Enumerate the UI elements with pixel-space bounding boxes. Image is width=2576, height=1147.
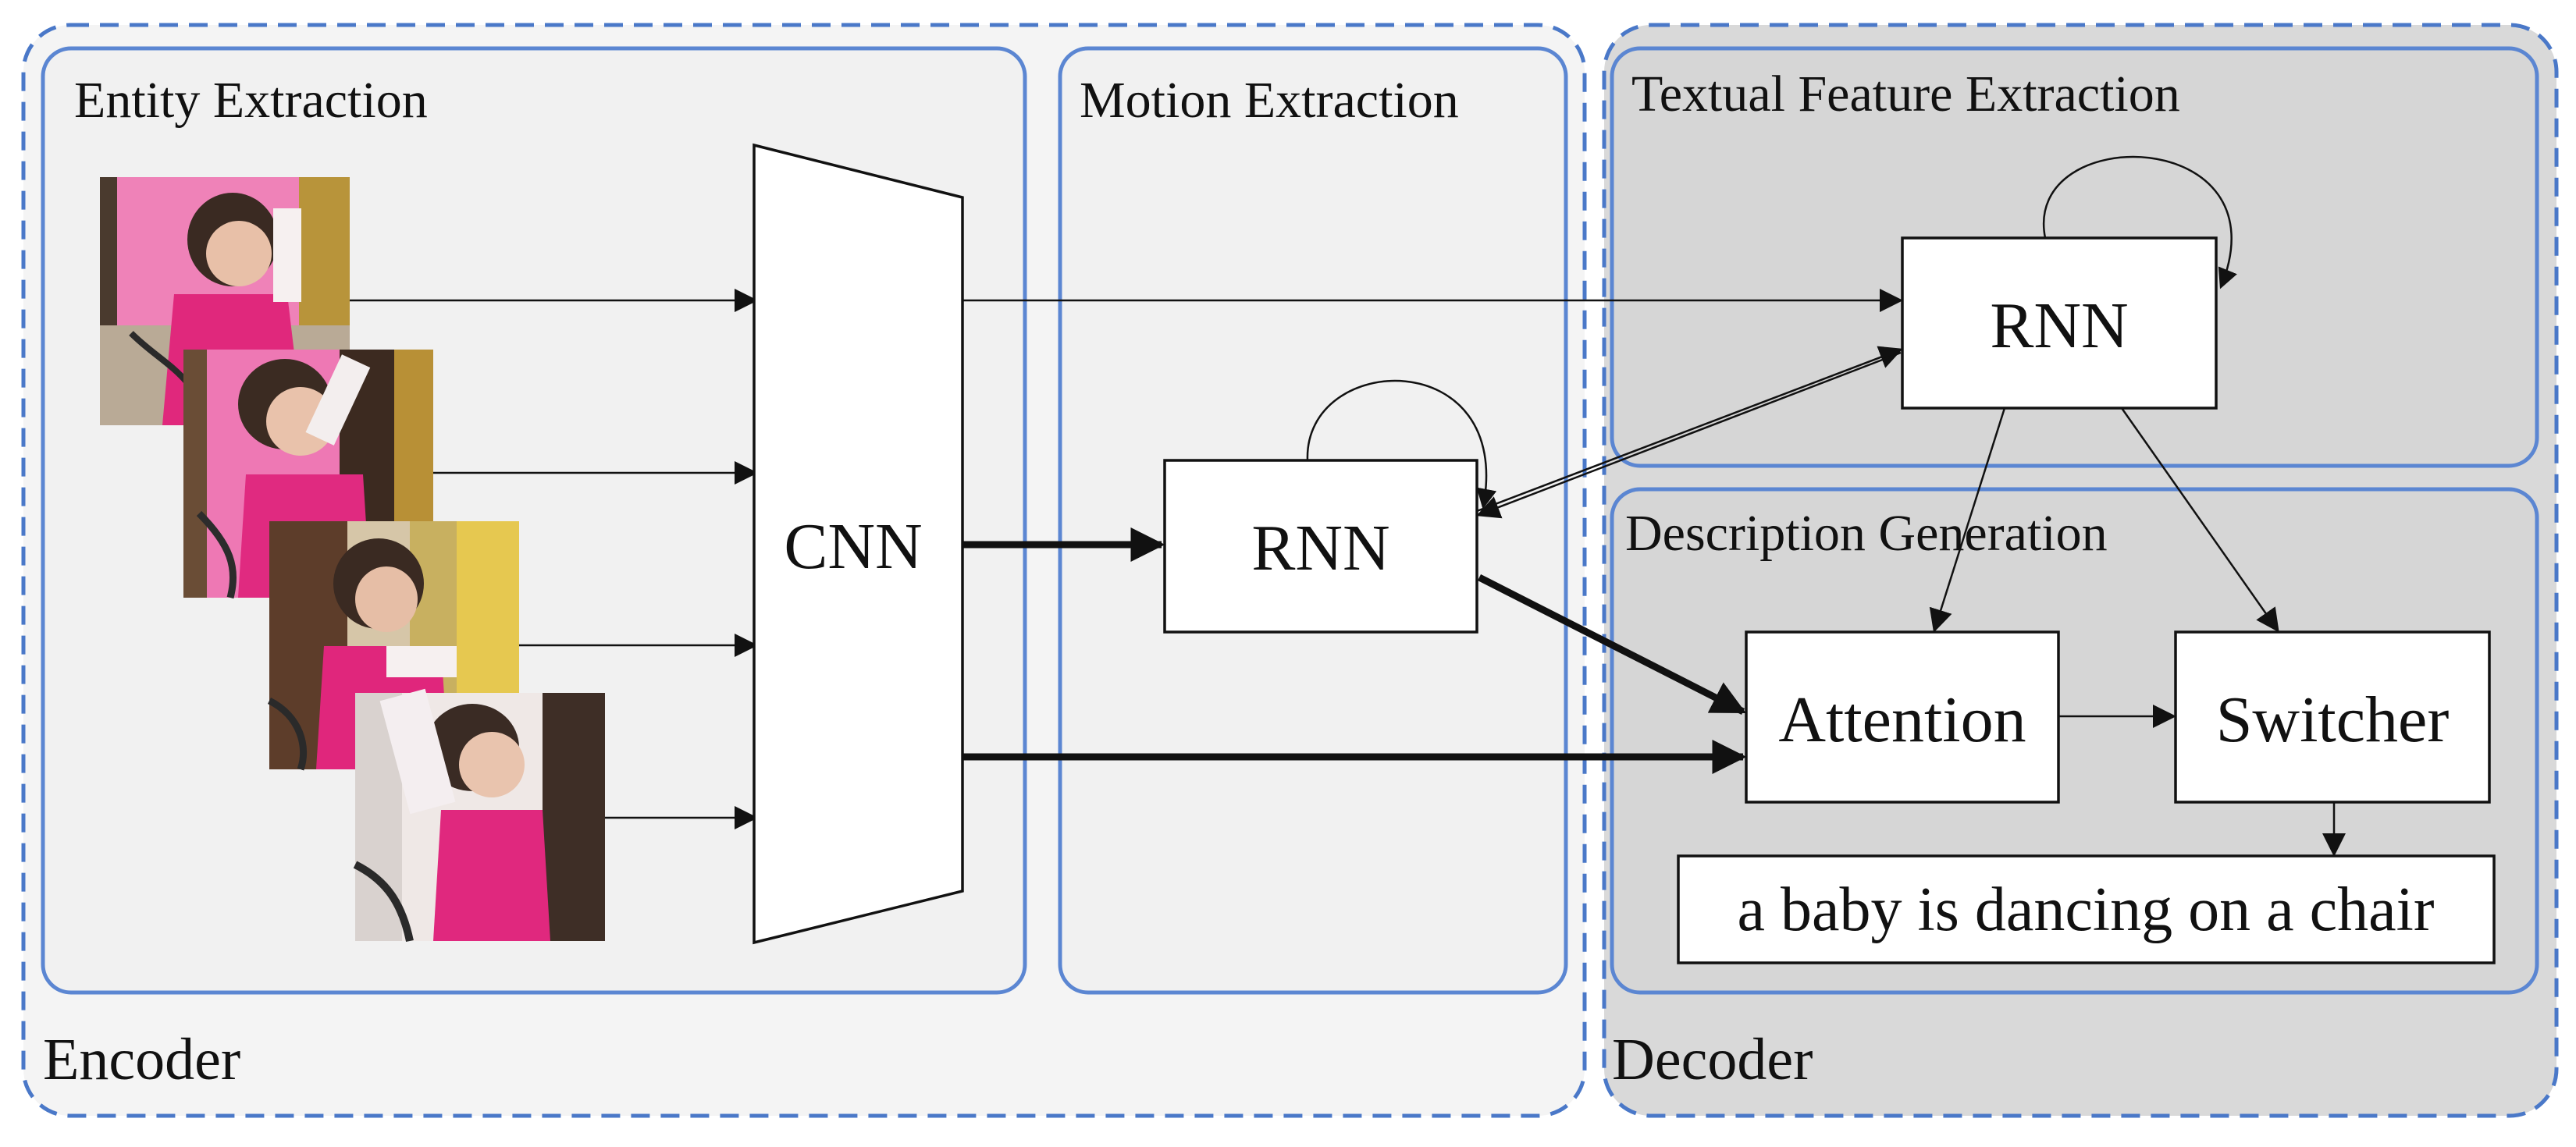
- motion-extraction-title: Motion Extraction: [1080, 72, 1459, 129]
- switcher-label: Switcher: [2216, 684, 2450, 756]
- encoder-label: Encoder: [43, 1027, 240, 1092]
- attention-label: Attention: [1778, 684, 2026, 756]
- text-rnn-box: [1901, 236, 2218, 410]
- output-sentence: a baby is dancing on a chair: [1737, 875, 2434, 944]
- text-rnn-to-attention-arrow: [1929, 407, 2006, 633]
- motion-rnn-box: [1163, 459, 1478, 634]
- motion-rnn-to-text-rnn-arrow: [1476, 346, 1903, 513]
- cnn-block: [753, 143, 964, 945]
- video-frame-3: [267, 521, 519, 771]
- text-rnn-to-switcher-arrow: [2120, 407, 2279, 633]
- entity-extraction-title: Entity Extraction: [74, 72, 428, 129]
- cnn-label: CNN: [784, 510, 922, 583]
- video-frame-4: [353, 688, 605, 943]
- text-rnn-to-motion-rnn-arrow: [1476, 351, 1902, 519]
- attention-box: [1745, 630, 2060, 804]
- decoder-label: Decoder: [1612, 1027, 1813, 1092]
- textual-feature-extraction-title: Textual Feature Extraction: [1631, 66, 2180, 123]
- text-rnn-loop-arrow: [2042, 155, 2237, 289]
- switcher-box: [2174, 630, 2491, 804]
- text-rnn-label: RNN: [1990, 289, 2128, 362]
- output-sentence-box: [1677, 854, 2496, 964]
- input-frames: [100, 177, 605, 943]
- motion-rnn-loop-arrow: [1306, 379, 1497, 510]
- motion-rnn-label: RNN: [1251, 512, 1389, 584]
- description-generation-title: Description Generation: [1625, 505, 2108, 562]
- motion-rnn-to-attention-arrow: [1477, 574, 1746, 716]
